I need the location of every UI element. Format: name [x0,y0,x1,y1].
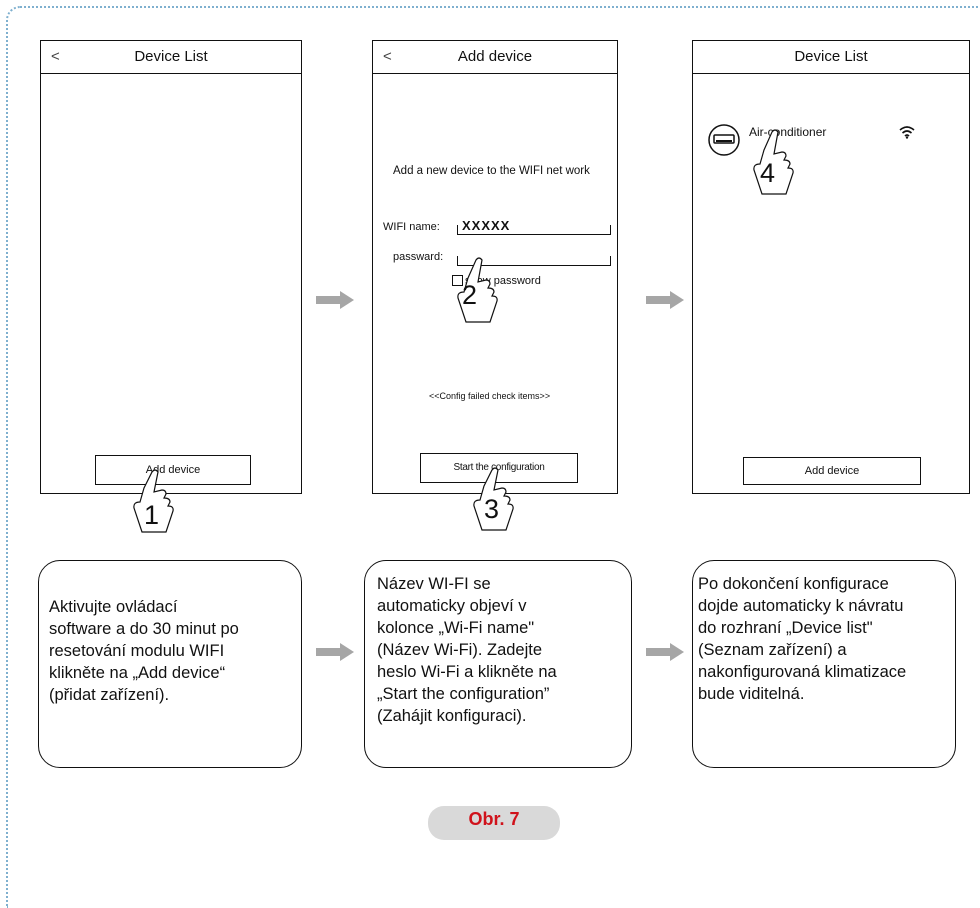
screen-title: Add device [457,48,533,65]
add-device-button[interactable]: Add device [743,457,921,485]
password-input[interactable] [457,256,611,266]
step-number-4: 4 [760,158,776,188]
add-device-button[interactable]: Add device [95,455,251,485]
back-icon[interactable]: < [51,48,60,65]
pointing-hand-icon-2 [457,257,498,323]
phone-screen-add-device: < Add device Add a new device to the WIF… [372,40,618,494]
air-conditioner-icon [708,124,740,156]
device-name[interactable]: Air-conditioner [749,125,827,139]
figure-label: Obr. 7 [428,806,560,840]
arrow-right-icon [646,291,684,309]
step-number-3: 3 [484,494,500,524]
show-password-checkbox[interactable] [452,275,463,286]
password-label: passward: [393,251,444,263]
step-number-2: 2 [462,280,478,310]
wifi-signal-icon [899,126,915,139]
arrow-right-icon [316,291,354,309]
screen-header: < Device List [41,41,301,74]
caption-text-3: Po dokončení konfigurace dojde automatic… [698,575,907,703]
page-frame-border [6,6,980,908]
caption-box-2 [364,560,632,768]
start-configuration-button[interactable]: Start the configuration [420,453,578,483]
screen-title: Device List [794,48,868,65]
wifi-name-label: WIFI name: [383,221,440,233]
caption-text-2: Název WI-FI se automaticky objeví v kolo… [377,575,557,725]
pointing-hand-icon-3 [473,467,514,531]
step-number-1: 1 [144,500,160,530]
wifi-name-input[interactable]: XXXXX [457,218,611,235]
screen-header: < Add device [373,41,617,74]
screen-title: Device List [134,48,208,65]
phone-screen-device-list-result: Device List Air-conditioner Add device [692,40,970,494]
arrow-right-icon [316,643,354,661]
caption-box-3 [692,560,956,768]
caption-text-1: Aktivujte ovládací software a do 30 minu… [49,598,239,704]
arrow-right-icon [646,643,684,661]
back-icon[interactable]: < [383,48,392,65]
intro-text: Add a new device to the WIFI net work [393,165,590,177]
wifi-name-value: XXXXX [462,218,511,233]
pointing-hand-icon-1 [133,469,174,533]
screen-header: Device List [693,41,969,74]
caption-box-1 [38,560,302,768]
config-failed-link[interactable]: <<Config failed check items>> [429,391,551,401]
phone-screen-device-list: < Device List Add device [40,40,302,494]
pointing-hand-icon-4 [753,129,794,195]
